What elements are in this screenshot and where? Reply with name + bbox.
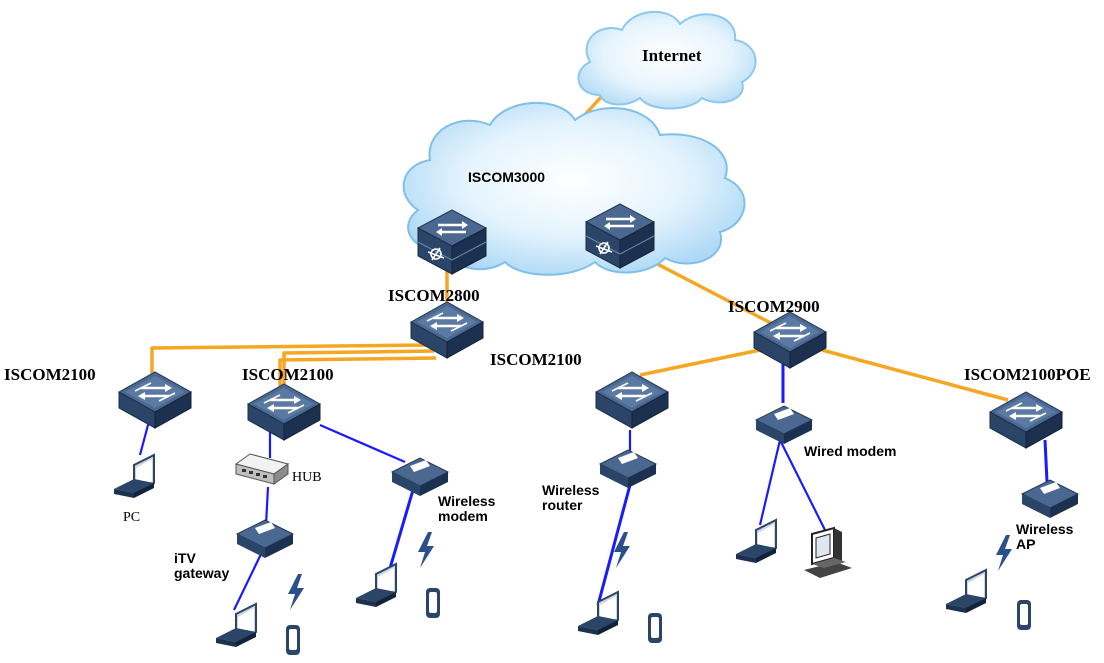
- wireless-router-laptop-icon: [577, 591, 619, 636]
- core-iscom2900-link: [639, 253, 791, 335]
- desktop-pc-icon: [803, 527, 853, 579]
- poe-switch-icon: [988, 390, 1064, 450]
- wireless-modem-label: Wireless modem: [438, 493, 496, 525]
- itv-gateway-icon: [236, 515, 294, 559]
- iscom2900-access3-link: [639, 348, 761, 377]
- wireless-router-phone-icon: [648, 613, 662, 643]
- poe-switch-label: ISCOM2100POE: [964, 365, 1091, 384]
- wired-modem-icon: [755, 401, 813, 445]
- wireless-ap-signal-icon: [996, 535, 1012, 571]
- iscom3000-label: ISCOM3000: [468, 169, 546, 185]
- iscom2800-access2-link-b: [278, 356, 437, 392]
- itv-gateway-label: iTV gateway: [174, 550, 230, 582]
- itv-laptop-icon: [215, 603, 257, 648]
- iscom2900-poe-link: [821, 348, 1009, 402]
- wireless-router-label: Wireless router: [542, 482, 600, 514]
- wireless-modem-phone-icon: [426, 588, 440, 618]
- wireless-ap-label: Wireless AP: [1016, 521, 1074, 553]
- access1-switch-icon: [117, 370, 193, 430]
- iscom2800-label: ISCOM2800: [388, 286, 480, 305]
- wireless-modem-signal-icon: [418, 532, 434, 568]
- wireless-router-icon: [599, 445, 657, 489]
- internet-cloud: [577, 11, 757, 110]
- access3-label: ISCOM2100: [490, 350, 582, 369]
- pc-label: PC: [123, 510, 141, 525]
- access1-label: ISCOM2100: [4, 365, 96, 384]
- wireless-ap-phone-icon: [1017, 600, 1031, 630]
- wireless-modem-laptop-icon: [355, 563, 397, 608]
- iscom2800-access2-link-a: [282, 349, 435, 392]
- access2-switch-icon: [246, 382, 322, 442]
- access2-label: ISCOM2100: [242, 365, 334, 384]
- wireless-ap-icon: [1021, 475, 1079, 519]
- wireless-ap-laptop-icon: [945, 569, 987, 614]
- uplink-lines: [150, 83, 1009, 402]
- wired-modem-label: Wired modem: [804, 443, 897, 459]
- itv-signal-icon: [288, 574, 304, 610]
- itv-phone-icon: [286, 625, 300, 655]
- iscom2900-label: ISCOM2900: [728, 297, 820, 316]
- iscom2800-access1-link: [150, 343, 431, 378]
- internet-label: Internet: [642, 46, 702, 65]
- hub-label: HUB: [292, 470, 322, 485]
- pc-laptop-icon: [113, 454, 155, 499]
- core-cloud: [402, 101, 746, 276]
- access3-switch-icon: [594, 370, 670, 430]
- hub-icon: [235, 453, 289, 485]
- wired-modem-laptop-icon: [735, 519, 777, 564]
- access-lines: [138, 352, 1049, 611]
